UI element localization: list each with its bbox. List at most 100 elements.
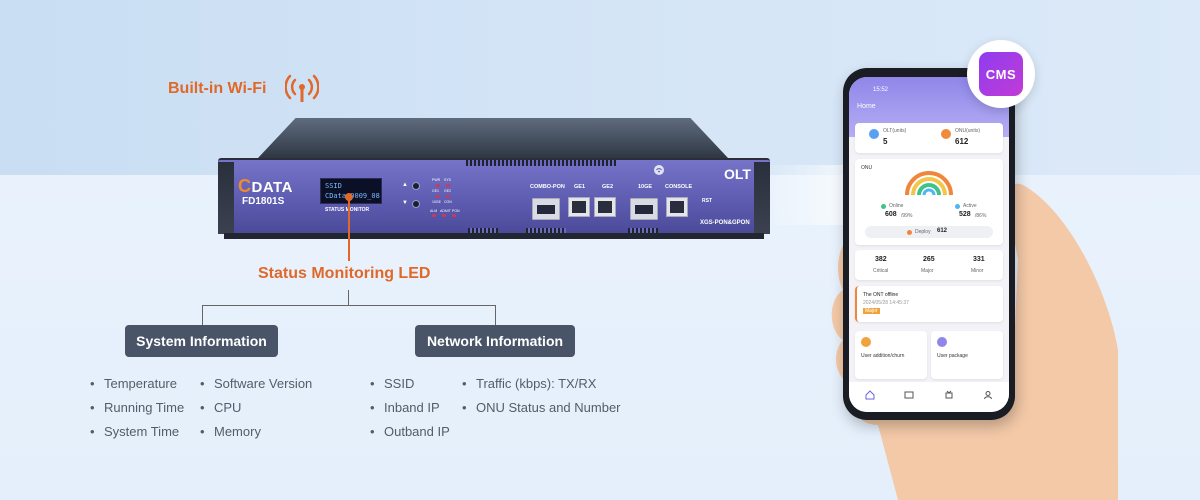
led-label: CON <box>444 200 452 204</box>
onu-section-title: ONU <box>861 165 873 171</box>
deploy-bar <box>865 226 993 238</box>
led-label: GE2 <box>444 189 452 193</box>
user-package-tile[interactable]: User package <box>931 331 1003 379</box>
ge2-port[interactable] <box>594 197 616 217</box>
list-item: ONU Status and Number <box>462 396 621 420</box>
combo-pon-port[interactable] <box>532 198 560 220</box>
app-page-title[interactable]: Home <box>857 103 876 110</box>
tree-connector <box>202 305 496 306</box>
onu-icon <box>941 129 951 139</box>
bottom-nav <box>849 382 1009 412</box>
list-item: Memory <box>200 420 312 444</box>
10ge-port[interactable] <box>630 198 658 220</box>
cms-logo: CMS <box>979 52 1023 96</box>
online-dot <box>881 204 886 209</box>
status-bar-time: 15:52 <box>873 87 889 93</box>
console-port[interactable] <box>666 197 688 217</box>
led-label: 10GE <box>432 200 441 204</box>
top-vent <box>466 160 616 166</box>
list-item: SSID <box>370 372 450 396</box>
down-button[interactable] <box>412 200 420 208</box>
list-item: CPU <box>200 396 312 420</box>
bottom-vent-3 <box>628 228 658 234</box>
system-information-pill: System Information <box>125 325 278 357</box>
onu-units-label: ONU(units) <box>955 128 981 134</box>
combo-pon-label: COMBO-PON <box>530 184 565 190</box>
led-dot <box>436 184 440 187</box>
system-info-list-1: Temperature Running Time System Time <box>90 372 184 444</box>
up-button[interactable] <box>412 182 420 190</box>
deploy-label: Deploy <box>915 229 931 235</box>
onu-card[interactable]: ONU Online 608 /99% Active 528 /86% Depl… <box>855 159 1003 245</box>
network-info-list-2: Traffic (kbps): TX/RX ONU Status and Num… <box>462 372 621 420</box>
device-top <box>258 118 728 158</box>
console-label: CONSOLE <box>665 184 693 190</box>
tree-connector <box>348 290 349 306</box>
active-label: Active <box>963 203 977 209</box>
user-addition-icon <box>861 337 871 347</box>
active-count: 528 <box>959 211 971 218</box>
led-label: ADMIT <box>440 209 451 213</box>
olt-device: CDATA FD1801S SSID CData_0009_08 STATUS … <box>218 118 770 239</box>
lcd-line-1: SSID <box>325 182 342 190</box>
event-time: 2024/05/28 14:45:37 <box>863 300 909 306</box>
user-package-icon <box>937 337 947 347</box>
led-dot <box>452 214 456 217</box>
home-icon[interactable] <box>865 390 875 400</box>
bottom-vent-1 <box>468 228 498 234</box>
online-count: 608 <box>885 211 897 218</box>
phone-screen: 15:52 Home OLT(units) 5 ONU(units) 612 O… <box>849 77 1009 412</box>
device-icon[interactable] <box>944 390 954 400</box>
olt-units-label: OLT(units) <box>883 128 907 134</box>
list-item: Outband IP <box>370 420 450 444</box>
led-label: ALM <box>430 209 438 213</box>
status-callout-line <box>348 196 350 261</box>
device-front-panel: CDATA FD1801S SSID CData_0009_08 STATUS … <box>218 158 770 234</box>
tree-connector <box>202 305 203 325</box>
up-arrow-icon: ▲ <box>402 182 408 188</box>
user-package-label: User package <box>937 353 968 359</box>
status-monitoring-title: Status Monitoring LED <box>258 265 431 282</box>
profile-icon[interactable] <box>983 390 993 400</box>
model-label: FD1801S <box>242 196 285 207</box>
major-label: Major <box>921 268 934 274</box>
minor-label: Minor <box>971 268 984 274</box>
event-title: The ONT offline <box>863 292 899 298</box>
rst-label: RST <box>702 198 712 204</box>
report-icon[interactable] <box>904 390 914 400</box>
online-label: Online <box>889 203 904 209</box>
led-label: GE1 <box>432 189 440 193</box>
active-percent: /86% <box>975 213 987 219</box>
list-item: Software Version <box>200 372 312 396</box>
led-indicators: PWR SYS GE1 GE2 10GE CON ALM ADMIT PON <box>430 178 460 218</box>
olt-units-count: 5 <box>883 137 888 146</box>
list-item: Inband IP <box>370 396 450 420</box>
olt-icon <box>869 129 879 139</box>
wifi-antenna-icon <box>285 74 319 102</box>
ge1-label: GE1 <box>574 184 586 190</box>
led-dot <box>446 195 450 198</box>
critical-label: Critical <box>873 268 889 274</box>
wifi-label: Built-in Wi-Fi <box>168 80 267 97</box>
network-info-list-1: SSID Inband IP Outband IP <box>370 372 450 444</box>
critical-count: 382 <box>875 256 887 263</box>
ge2-label: GE2 <box>602 184 614 190</box>
list-item: Temperature <box>90 372 184 396</box>
ge1-port[interactable] <box>568 197 590 217</box>
onu-units-count: 612 <box>955 137 969 146</box>
network-information-pill: Network Information <box>415 325 575 357</box>
led-dot <box>432 214 436 217</box>
alarm-card[interactable]: 382 Critical 265 Major 331 Minor <box>855 250 1003 280</box>
units-card[interactable]: OLT(units) 5 ONU(units) 612 <box>855 123 1003 153</box>
deploy-count: 612 <box>937 228 948 234</box>
led-dot <box>446 184 450 187</box>
online-percent: /99% <box>901 213 913 219</box>
event-card[interactable]: The ONT offline 2024/05/28 14:45:37 Majo… <box>855 286 1003 322</box>
user-addition-tile[interactable]: User addition/churn <box>855 331 927 379</box>
user-addition-label: User addition/churn <box>861 353 905 359</box>
onu-gauge <box>905 171 953 196</box>
major-count: 265 <box>923 256 935 263</box>
wifi-icon <box>654 165 664 175</box>
status-callout-dot <box>345 193 353 201</box>
down-arrow-icon: ▼ <box>402 200 408 206</box>
